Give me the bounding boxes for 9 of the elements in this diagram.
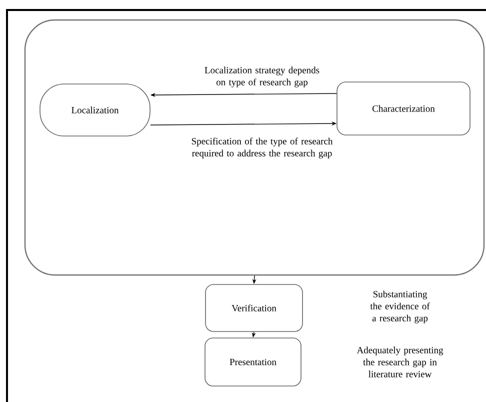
note-text: Adequately presenting the research gap in literature review (356, 346, 444, 378)
process-box: Verification (205, 284, 303, 332)
edge-label: Specification of the type of research required to address the research gap (192, 138, 333, 158)
stadium-box: Localization (40, 84, 150, 136)
container-box (24, 19, 485, 276)
note-text: Substantiating the evidence of a research gap (370, 290, 430, 324)
process-box: Presentation (204, 338, 302, 386)
edge-label: Localization strategy depends on type of research gap (204, 66, 320, 88)
process-box: Characterization (336, 82, 470, 136)
